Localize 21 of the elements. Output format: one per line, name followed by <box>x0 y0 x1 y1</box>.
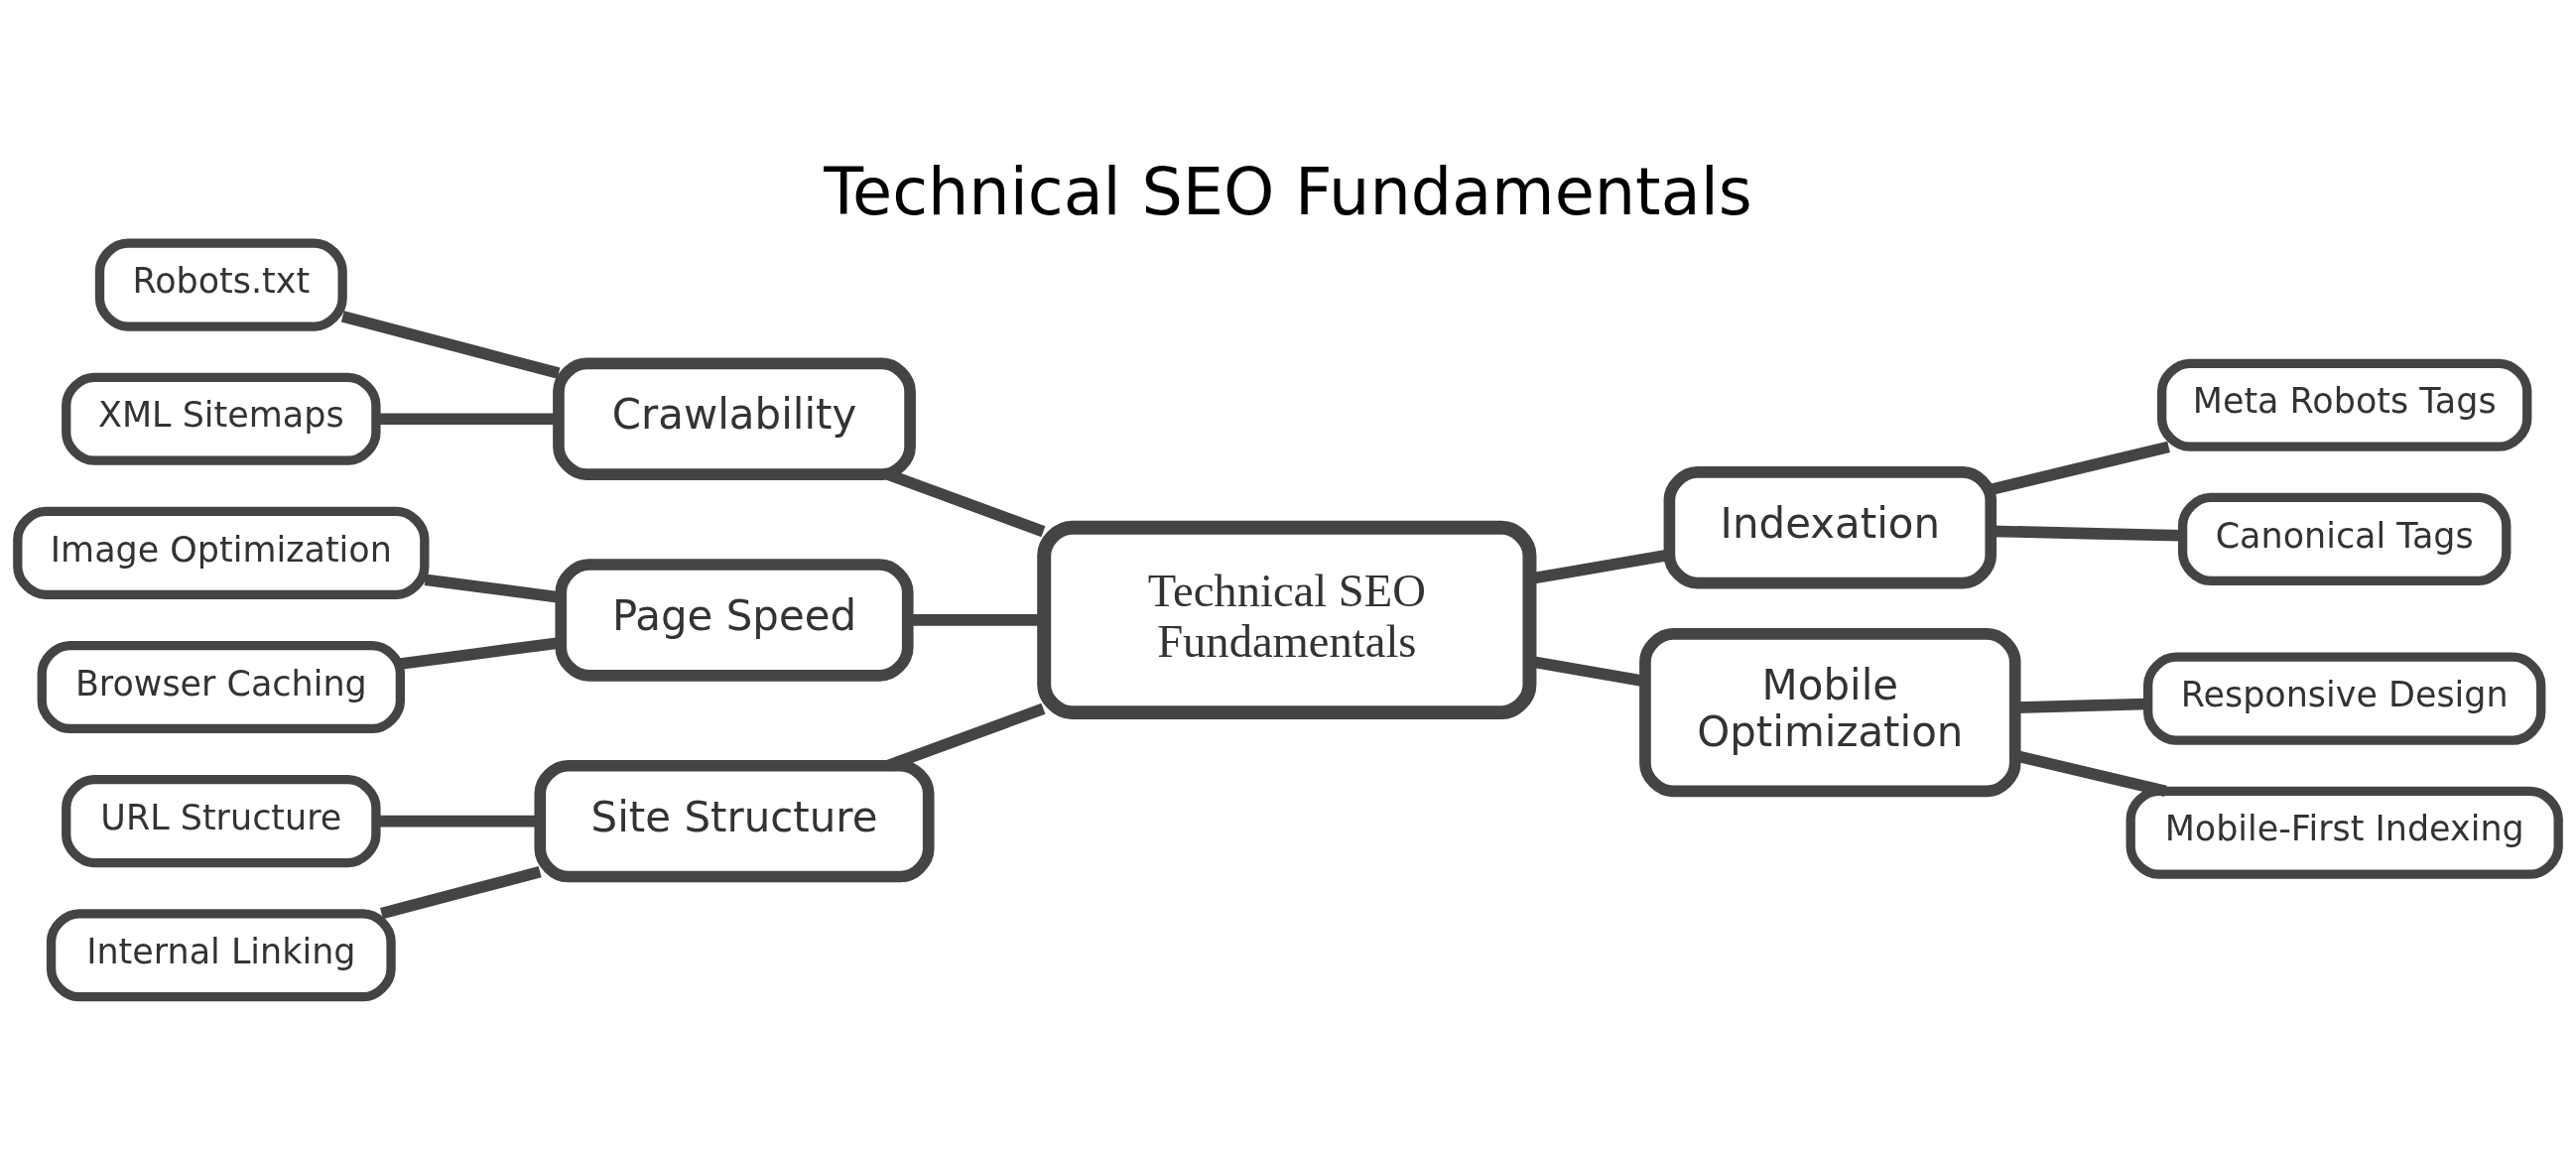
node-box: Technical SEO Fundamentals <box>1037 520 1537 719</box>
node-box: Image Optimization <box>13 506 430 599</box>
diagram-title: Technical SEO Fundamentals <box>824 153 1752 229</box>
node-box: Meta Robots Tags <box>2157 358 2532 451</box>
connector <box>1990 441 2170 495</box>
connector <box>340 310 561 379</box>
node-box: Internal Linking <box>46 908 396 1001</box>
connector <box>380 865 542 919</box>
node-box: Indexation <box>1663 465 1997 588</box>
node-box: Crawlability <box>553 357 916 480</box>
node-box: Mobile Optimization <box>1639 627 2021 797</box>
node-box: Browser Caching <box>37 640 406 733</box>
node-box: Mobile-First Indexing <box>2125 786 2563 879</box>
node-box: XML Sitemaps <box>62 372 381 465</box>
node-box: Site Structure <box>534 759 935 882</box>
node-box: URL Structure <box>62 774 381 867</box>
node-box: Canonical Tags <box>2177 492 2512 585</box>
node-box: Robots.txt <box>94 238 347 331</box>
node-box: Responsive Design <box>2143 652 2546 745</box>
node-box: Page Speed <box>555 558 914 682</box>
connector <box>885 702 1046 771</box>
